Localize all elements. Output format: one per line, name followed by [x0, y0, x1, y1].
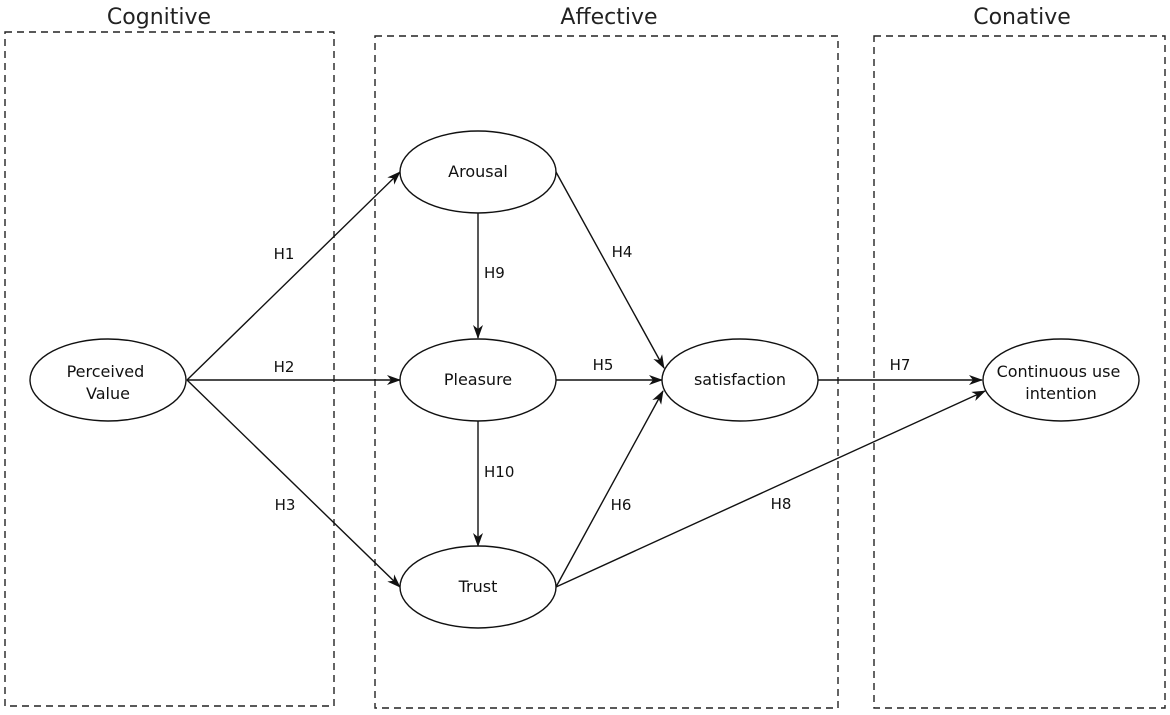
edge-h4-label: H4	[612, 243, 633, 261]
edge-h9-label: H9	[484, 264, 505, 282]
group-conative-box	[873, 35, 1166, 709]
node-continuous-use-intention: Continuous use intention	[982, 338, 1140, 422]
group-cognitive-title: Cognitive	[107, 5, 211, 30]
node-trust: Trust	[399, 545, 557, 629]
edge-h2: H2	[187, 358, 401, 385]
node-satisfaction-ellipse	[661, 338, 819, 422]
edge-h5: H5	[556, 356, 663, 385]
node-satisfaction: satisfaction	[661, 338, 819, 422]
nodes: Perceived Value Arousal Pleasure Trust s…	[29, 130, 1140, 629]
node-pleasure: Pleasure	[399, 338, 557, 422]
group-affective: Affective	[374, 5, 839, 709]
edge-h2-label: H2	[274, 358, 295, 376]
edge-h7-label: H7	[890, 356, 911, 374]
edge-h6: H6	[555, 390, 664, 588]
node-perceived-value-label: Perceived Value	[67, 362, 150, 403]
edge-h3: H3	[186, 379, 401, 588]
node-perceived-value: Perceived Value	[29, 338, 187, 422]
group-affective-title: Affective	[560, 5, 657, 30]
node-arousal: Arousal	[399, 130, 557, 214]
node-satisfaction-label: satisfaction	[694, 370, 786, 389]
node-continuous-use-intention-line-2: intention	[1025, 384, 1097, 403]
node-perceived-value-line-1: Perceived	[67, 362, 145, 381]
edge-h3-arrow	[186, 379, 401, 588]
edge-h10-label: H10	[484, 463, 514, 481]
node-arousal-ellipse	[399, 130, 557, 214]
edge-h8-label: H8	[771, 495, 792, 513]
edge-h5-label: H5	[593, 356, 614, 374]
group-cognitive-box	[4, 31, 335, 707]
group-cognitive: Cognitive	[4, 5, 335, 707]
node-trust-ellipse	[399, 545, 557, 629]
node-perceived-value-line-2: Value	[86, 384, 130, 403]
edge-h6-arrow	[555, 390, 664, 588]
edge-h4-arrow	[555, 171, 665, 369]
node-trust-label: Trust	[458, 577, 498, 596]
group-conative-title: Conative	[973, 5, 1071, 30]
edge-h4: H4	[555, 171, 665, 369]
edges: H1 H2 H3 H4 H5 H6 H7 H8	[186, 171, 986, 588]
edge-h7: H7	[818, 356, 983, 385]
node-pleasure-label: Pleasure	[444, 370, 512, 389]
edge-h10: H10	[473, 421, 514, 547]
node-pleasure-ellipse	[399, 338, 557, 422]
group-conative: Conative	[873, 5, 1166, 709]
node-arousal-label: Arousal	[448, 162, 508, 181]
group-affective-box	[374, 35, 839, 709]
edge-h8-arrow	[555, 390, 986, 588]
node-continuous-use-intention-label: Continuous use intention	[997, 362, 1126, 403]
edge-h1: H1	[186, 171, 401, 381]
node-continuous-use-intention-ellipse	[982, 338, 1140, 422]
node-perceived-value-ellipse	[29, 338, 187, 422]
edge-h8: H8	[555, 390, 986, 588]
edge-h9: H9	[473, 213, 505, 339]
edge-h1-arrow	[186, 171, 401, 381]
edge-h6-label: H6	[611, 496, 632, 514]
edge-h1-label: H1	[274, 245, 295, 263]
node-continuous-use-intention-line-1: Continuous use	[997, 362, 1121, 381]
edge-h3-label: H3	[275, 496, 296, 514]
